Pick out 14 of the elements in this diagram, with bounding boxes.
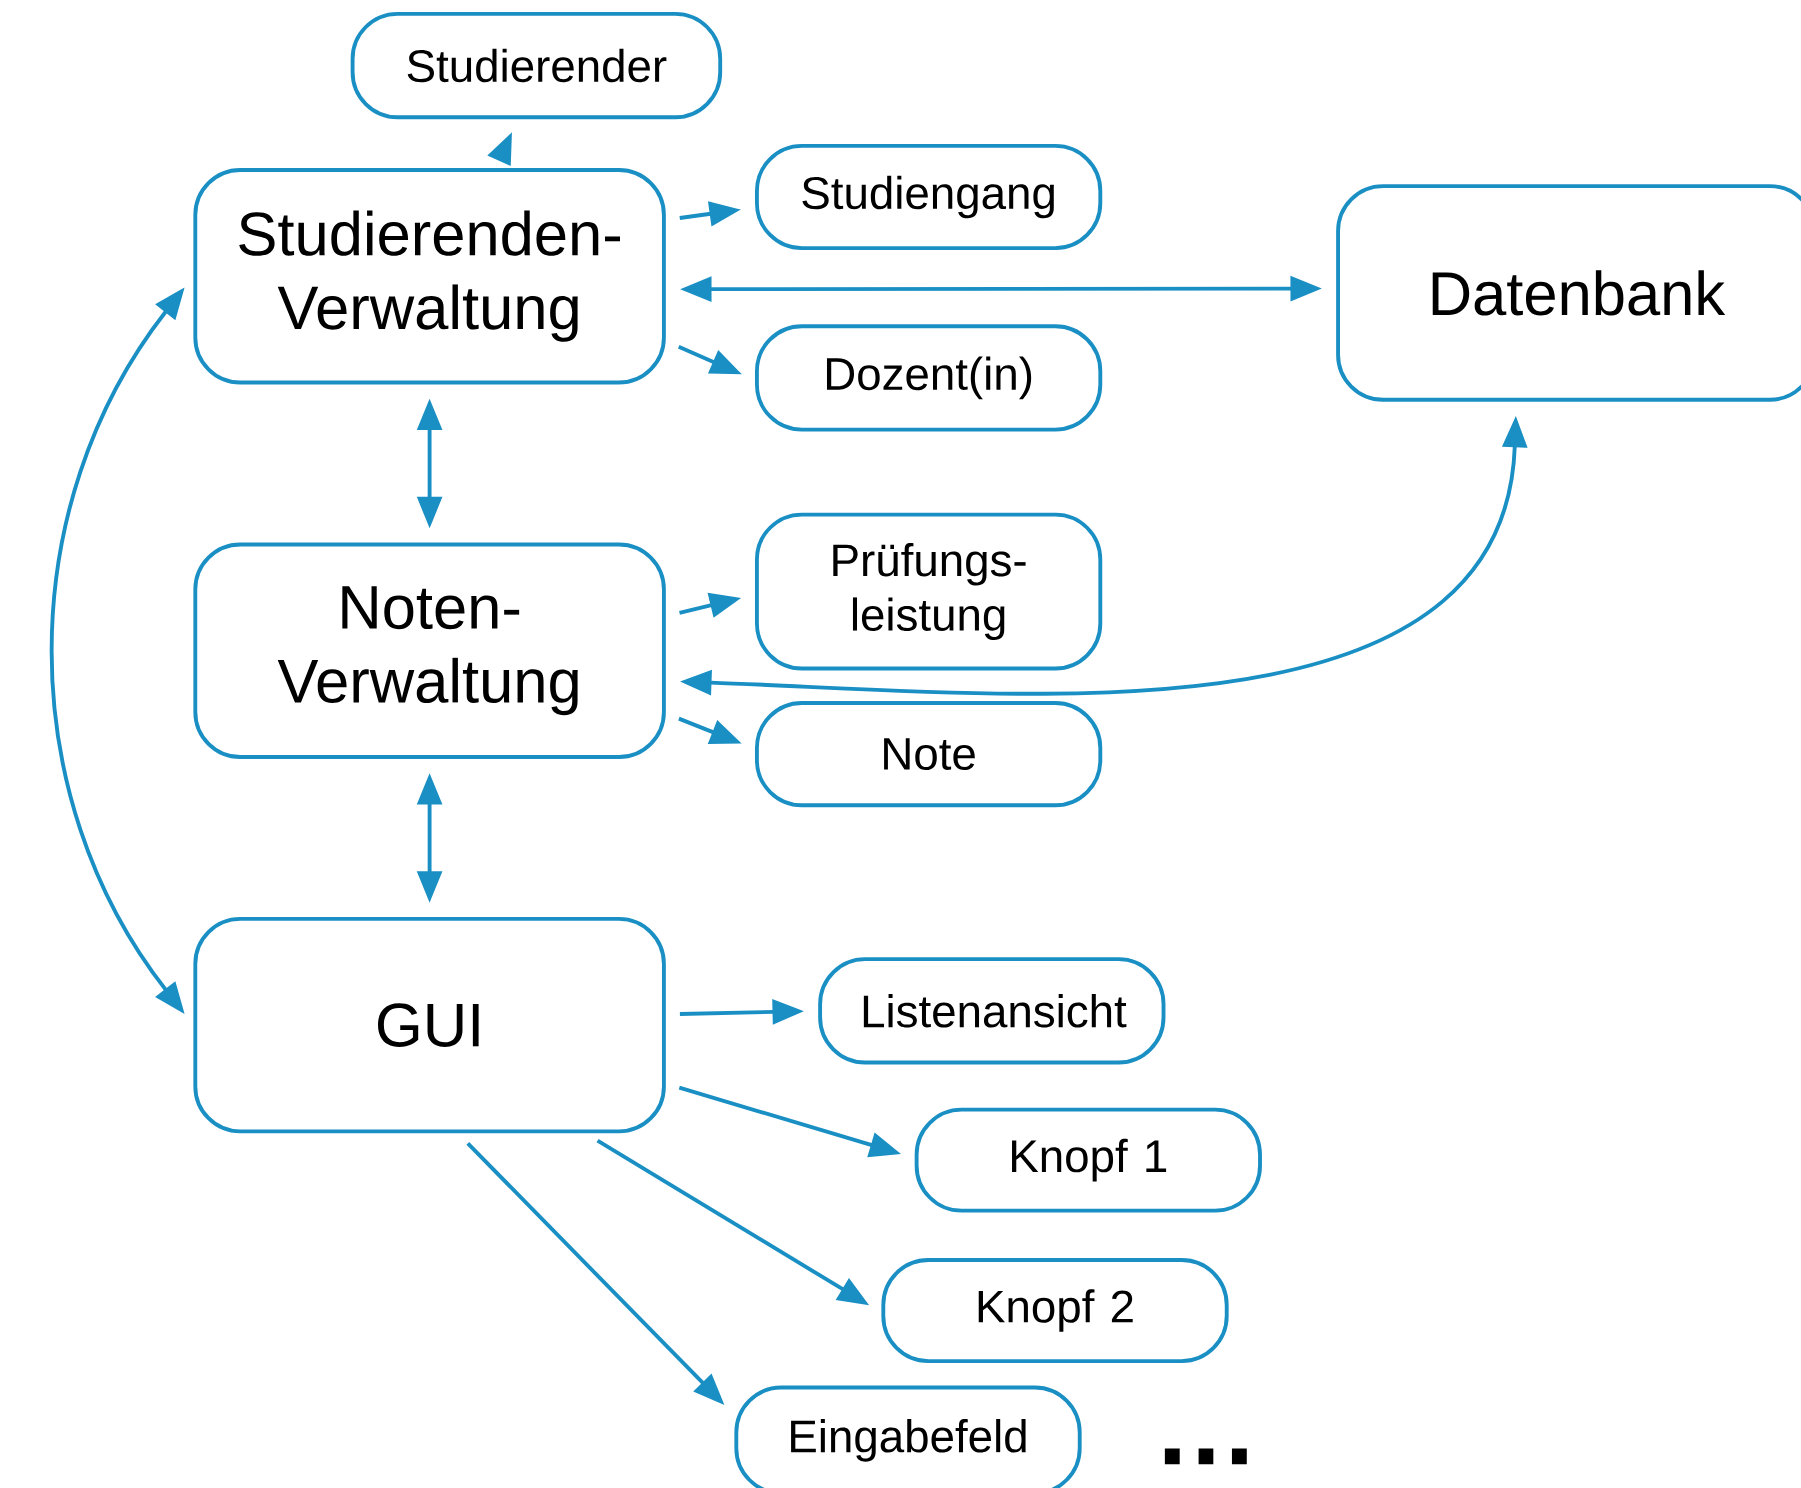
process-box: Knopf 2 [881, 1258, 1229, 1364]
process-box: Prüfungs- leistung [754, 512, 1103, 671]
process-box: Dozent(in) [754, 324, 1103, 432]
process-box: Listenansicht [818, 957, 1166, 1065]
process-box: Knopf 1 [914, 1107, 1262, 1213]
ellipsis-label: … [1164, 1448, 1247, 1465]
process-box: Datenbank [1336, 184, 1801, 402]
process-box: GUI [193, 916, 666, 1134]
process-box: Studierenden- Verwaltung [193, 168, 666, 385]
process-box: Studiengang [754, 144, 1103, 251]
process-box: Studierender [350, 11, 723, 120]
process-box: Eingabefeld [734, 1385, 1082, 1488]
process-box: Note [754, 701, 1103, 808]
process-box: Noten- Verwaltung [193, 542, 666, 759]
